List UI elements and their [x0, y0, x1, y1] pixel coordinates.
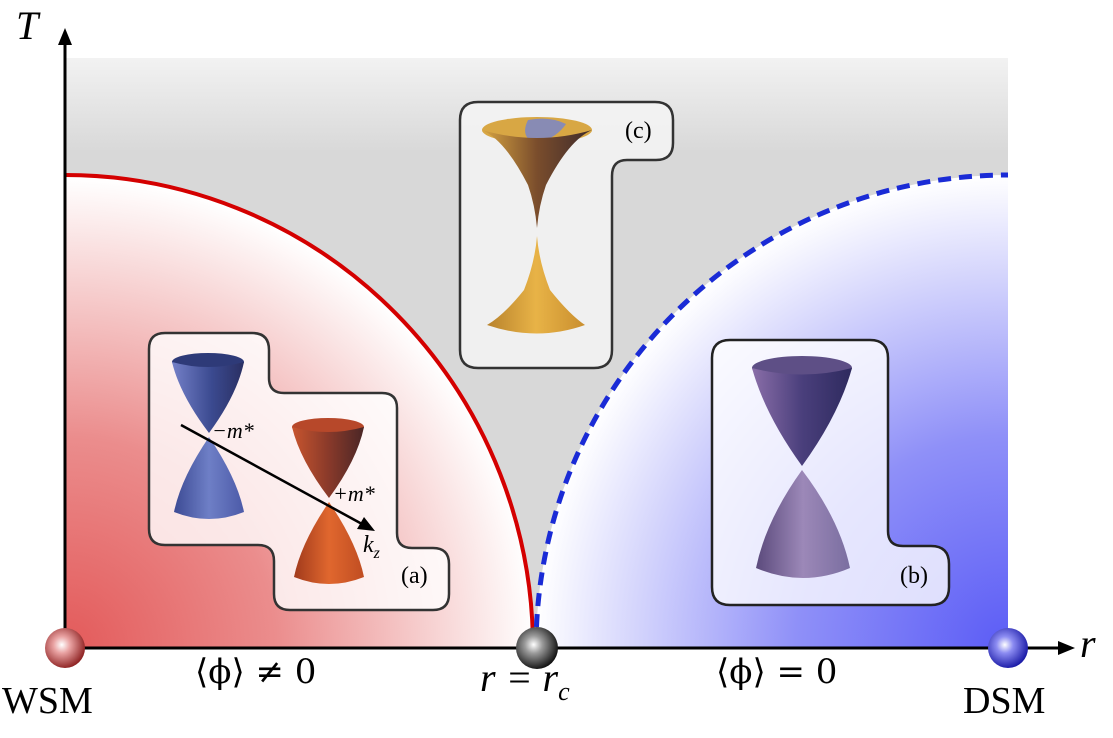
- y-axis-label: T: [16, 3, 39, 48]
- order-parameter-nonzero: ⟨ϕ⟩ ≠ 0: [195, 652, 317, 692]
- critical-point-label-sub: c: [558, 677, 570, 706]
- critical-line: [64, 173, 535, 649]
- cone-upper-purple: [752, 368, 852, 466]
- plus-mass-label: +m*: [333, 481, 375, 506]
- cone-upper-red: [292, 427, 364, 498]
- cone-upper-blue: [172, 362, 244, 433]
- kz-label: kz: [363, 532, 380, 563]
- order-parameter-zero: ⟨ϕ⟩ = 0: [716, 652, 838, 692]
- dsm-label: DSM: [963, 680, 1046, 722]
- critical-point-label: r = rc: [480, 654, 570, 707]
- x-axis-label: r: [1080, 621, 1096, 666]
- inset-b: [710, 338, 951, 607]
- minus-mass-label: −m*: [212, 418, 254, 443]
- crossover-line: [533, 172, 1009, 649]
- cone-lower-red: [294, 502, 364, 584]
- inset-c-frame: [458, 100, 675, 370]
- inset-c: [458, 100, 675, 370]
- dsm-point: [988, 628, 1028, 668]
- wsm-label: WSM: [2, 680, 93, 722]
- x-axis-arrow: [1058, 641, 1075, 655]
- wsm-point: [45, 628, 85, 668]
- inset-c-tag: (c): [625, 118, 652, 144]
- y-axis-arrow: [58, 28, 72, 45]
- cone-lower-purple: [756, 470, 850, 578]
- kz-arrowhead: [357, 517, 375, 531]
- critical-point-label-main: r = r: [480, 655, 559, 700]
- inset-a: [147, 331, 451, 612]
- kz-label-main: k: [363, 532, 374, 558]
- kz-axis-arrow: [180, 423, 363, 526]
- inset-b-tag: (b): [900, 563, 928, 589]
- cone-lower-blue: [174, 437, 244, 519]
- critical-point: [516, 627, 558, 669]
- inset-a-tag: (a): [401, 563, 428, 589]
- cone-upper-gold: [482, 130, 592, 228]
- cone-lower-gold: [487, 236, 585, 334]
- kz-label-sub: z: [373, 544, 380, 562]
- cone-top-gold-sheen: [525, 118, 566, 143]
